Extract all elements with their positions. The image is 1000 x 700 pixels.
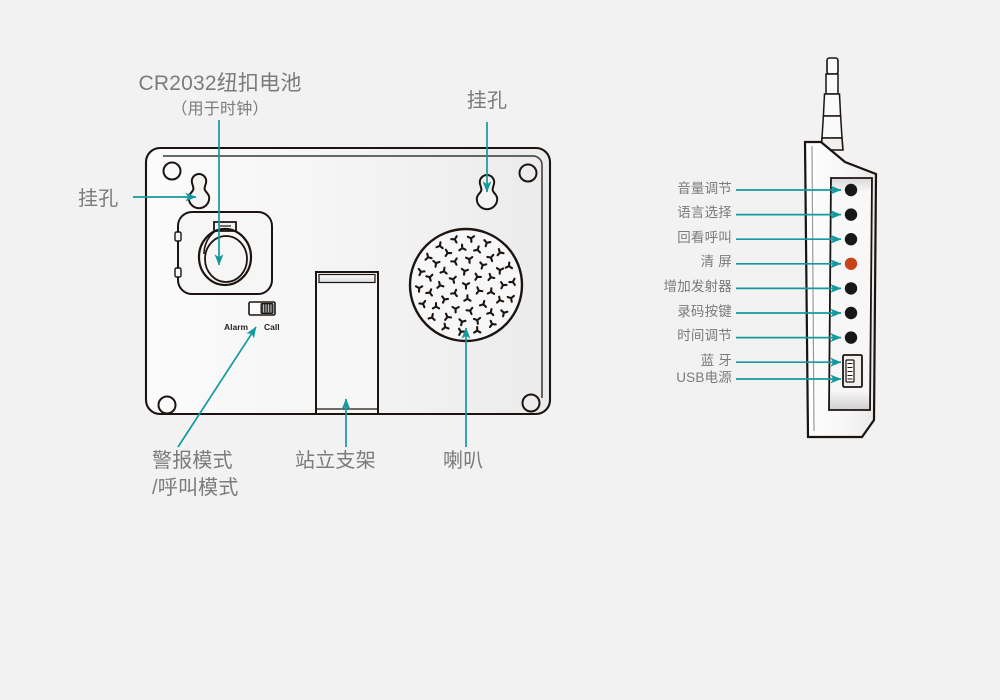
battery-door	[177, 211, 273, 295]
pull-ring-inner	[204, 235, 248, 283]
side-button-2[interactable]	[844, 208, 858, 221]
side-button-label-2: 语言选择	[677, 205, 732, 221]
switch-grip-lines	[263, 304, 272, 313]
side-edge-front	[804, 141, 809, 438]
side-button-label-8: 蓝 牙	[700, 352, 732, 368]
side-button-1[interactable]	[844, 183, 858, 197]
side-usb-label: USB电源	[676, 369, 732, 385]
antenna-tip	[826, 57, 839, 75]
side-button-6[interactable]	[844, 306, 858, 320]
side-button-label-4: 清 屏	[700, 254, 732, 270]
label-hanging-hole-left: 挂孔	[78, 188, 119, 210]
switch-toggle	[260, 303, 274, 314]
usb-port-pins	[847, 363, 853, 380]
side-button-7[interactable]	[844, 331, 858, 344]
stand-bracket	[315, 271, 379, 415]
screw-bottom-left	[157, 395, 177, 415]
label-stand: 站立支架	[295, 450, 376, 472]
speaker-grille	[408, 227, 524, 343]
label-switch-alarm: Alarm	[224, 322, 249, 332]
label-battery-sub: （用于时钟）	[171, 101, 269, 118]
label-speaker: 喇叭	[443, 450, 484, 472]
stand-body	[315, 271, 379, 415]
side-button-5[interactable]	[844, 282, 858, 295]
alarm-call-switch[interactable]	[248, 301, 276, 316]
back-shell-inner-rim	[163, 155, 543, 398]
side-button-3[interactable]	[844, 233, 858, 246]
side-button-label-1: 音量调节	[677, 180, 732, 196]
pull-ring-shadow	[203, 231, 215, 255]
label-alarm-call-line2: /呼叫模式	[152, 477, 239, 499]
side-button-4[interactable]	[844, 257, 858, 270]
callout-leader-lines	[133, 120, 492, 448]
battery-compartment	[174, 211, 273, 295]
side-button-label-7: 时间调节	[677, 328, 732, 344]
side-button-label-3: 回看呼叫	[677, 229, 732, 245]
side-button-label-5: 增加发射器	[663, 278, 732, 294]
label-alarm-call-line1: 警报模式	[152, 450, 233, 472]
label-switch-call: Call	[264, 322, 280, 332]
screw-bottom-right	[521, 393, 541, 413]
back-view-device	[144, 146, 552, 416]
antenna-segment-2	[822, 93, 842, 117]
pull-ring-outer	[197, 227, 253, 287]
hanging-hole-left	[187, 172, 211, 210]
label-hanging-hole-top: 挂孔	[466, 90, 508, 112]
battery-notch-lower	[174, 267, 182, 278]
label-battery-title: CR2032纽扣电池	[138, 72, 302, 95]
antenna-segment-1	[825, 73, 839, 95]
antenna-segment-3	[821, 115, 843, 139]
side-button-label-6: 录码按键	[677, 303, 732, 319]
telescopic-antenna	[820, 57, 844, 151]
screw-top-right	[518, 163, 538, 183]
side-view-device	[803, 57, 878, 439]
usb-port	[842, 354, 863, 388]
leader-alarm-call	[177, 326, 257, 448]
stand-top-edge	[318, 273, 376, 284]
screw-top-left	[162, 161, 182, 181]
battery-notch-upper	[174, 231, 182, 242]
side-callout-leader-lines	[736, 185, 842, 384]
